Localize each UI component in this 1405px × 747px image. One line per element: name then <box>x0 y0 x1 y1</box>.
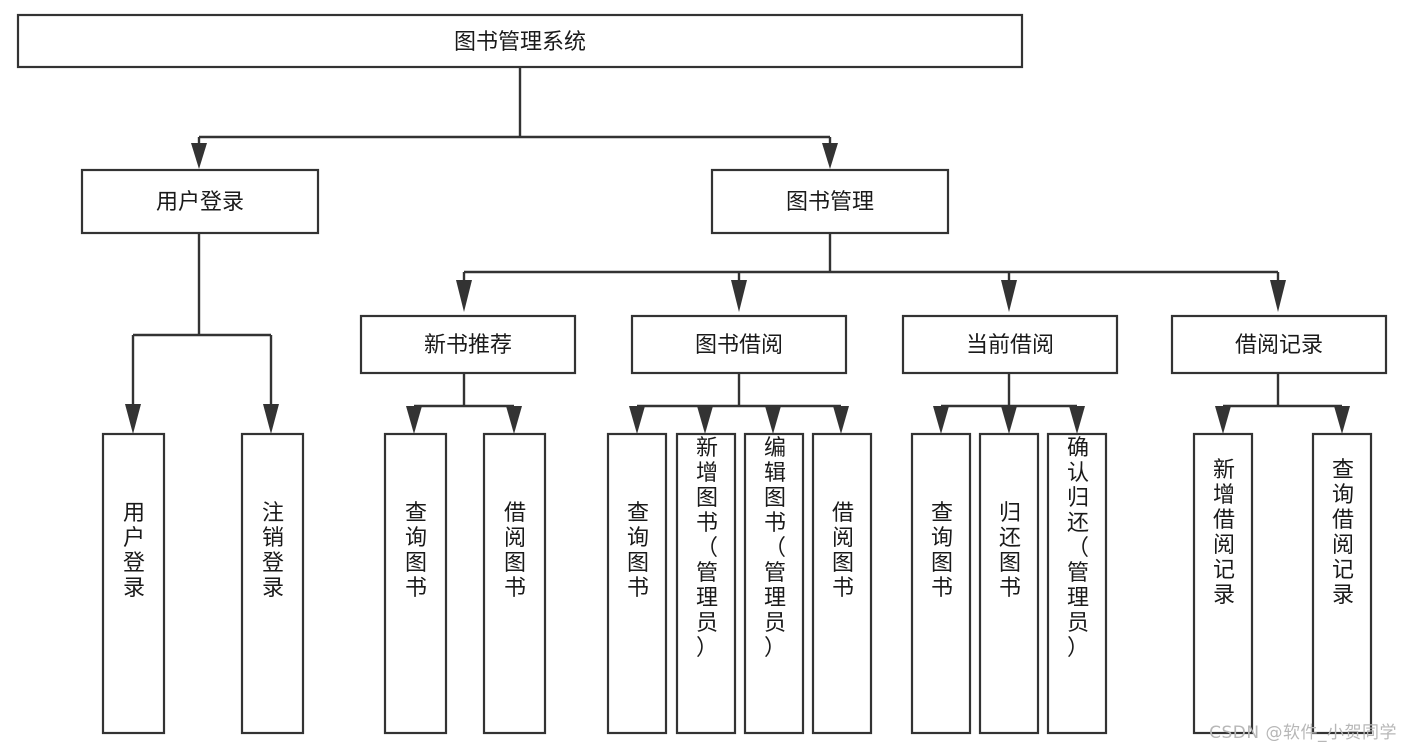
leaf-borrow-edit-box[interactable] <box>743 432 805 735</box>
arrow-bookmgmt-to-newbook-icon <box>456 280 472 312</box>
leaf-record-add-box[interactable] <box>1192 432 1254 735</box>
leaf-node[interactable]: 查询图书 <box>910 432 972 735</box>
arrow-root-to-bookmgmt-icon <box>822 143 838 169</box>
node-borrow-record-label: 借阅记录 <box>1235 333 1323 358</box>
leaf-borrow-edit-label: 编辑图书（管理员） <box>764 436 786 661</box>
leaf-node[interactable]: 确认归还（管理员） <box>1046 432 1108 735</box>
leaf-logout-box[interactable] <box>240 432 305 735</box>
node-current-borrow-box[interactable] <box>901 314 1119 375</box>
leaf-user-login-box[interactable] <box>101 432 166 735</box>
arrow-bookmgmt-to-borrow-icon <box>731 280 747 312</box>
node-new-book-recommend[interactable]: 新书推荐 <box>359 314 577 375</box>
arrow-current-leaf-1-icon <box>933 406 949 434</box>
leaf-borrow-query-label: 查询图书 <box>627 501 649 601</box>
leaf-user-login-label: 用户登录 <box>123 501 145 601</box>
leaf-borrow-lend-box[interactable] <box>811 432 873 735</box>
arrow-bookmgmt-to-record-icon <box>1270 280 1286 312</box>
node-current-borrow-label: 当前借阅 <box>966 333 1054 358</box>
leaf-record-query-label: 查询借阅记录 <box>1332 458 1354 608</box>
node-book-borrow-label: 图书借阅 <box>695 333 783 358</box>
node-borrow-record[interactable]: 借阅记录 <box>1170 314 1388 375</box>
leaf-node[interactable]: 借阅图书 <box>482 432 547 735</box>
node-new-book-recommend-box[interactable] <box>359 314 577 375</box>
leaf-node[interactable]: 查询图书 <box>606 432 668 735</box>
arrow-login-leaf-1-icon <box>125 404 141 434</box>
leaf-node[interactable]: 注销登录 <box>240 432 305 735</box>
arrow-bookmgmt-to-current-icon <box>1001 280 1017 312</box>
arrow-borrow-leaf-2-icon <box>697 406 713 434</box>
arrow-record-leaf-2-icon <box>1334 406 1350 434</box>
connector-group-root <box>191 67 838 169</box>
connector-group-borrow-record <box>1215 373 1350 434</box>
node-book-management-label: 图书管理 <box>786 190 874 215</box>
leaf-current-query-box[interactable] <box>910 432 972 735</box>
node-current-borrow[interactable]: 当前借阅 <box>901 314 1119 375</box>
leaf-logout-label: 注销登录 <box>262 501 284 601</box>
node-borrow-record-box[interactable] <box>1170 314 1388 375</box>
leaf-newbook-borrow-label: 借阅图书 <box>504 501 526 601</box>
leaf-current-confirm-label: 确认归还（管理员） <box>1067 436 1089 661</box>
leaf-borrow-add-box[interactable] <box>675 432 737 735</box>
node-root[interactable]: 图书管理系统 <box>16 13 1024 69</box>
node-user-login-label: 用户登录 <box>156 190 244 215</box>
leaf-record-query-box[interactable] <box>1311 432 1373 735</box>
connector-group-current-borrow <box>933 373 1085 434</box>
leaf-node[interactable]: 新增借阅记录 <box>1192 432 1254 735</box>
arrow-record-leaf-1-icon <box>1215 406 1231 434</box>
leaf-node[interactable]: 新增图书（管理员） <box>675 432 737 735</box>
leaf-newbook-borrow-box[interactable] <box>482 432 547 735</box>
leaf-borrow-lend-label: 借阅图书 <box>832 501 854 601</box>
arrow-current-leaf-2-icon <box>1001 406 1017 434</box>
node-book-borrow-box[interactable] <box>630 314 848 375</box>
leaf-node[interactable]: 归还图书 <box>978 432 1040 735</box>
leaf-newbook-query-label: 查询图书 <box>405 501 427 601</box>
node-book-borrow[interactable]: 图书借阅 <box>630 314 848 375</box>
leaf-node[interactable]: 查询图书 <box>383 432 448 735</box>
leaf-node[interactable]: 用户登录 <box>101 432 166 735</box>
connector-group-user-login <box>125 233 279 434</box>
arrow-borrow-leaf-1-icon <box>629 406 645 434</box>
connector-group-book-borrow <box>629 373 849 434</box>
leaf-newbook-query-box[interactable] <box>383 432 448 735</box>
node-new-book-recommend-label: 新书推荐 <box>424 333 512 358</box>
leaf-current-confirm-box[interactable] <box>1046 432 1108 735</box>
leaf-borrow-add-label: 新增图书（管理员） <box>696 436 718 661</box>
node-book-management[interactable]: 图书管理 <box>710 168 950 235</box>
node-user-login[interactable]: 用户登录 <box>80 168 320 235</box>
node-book-management-box[interactable] <box>710 168 950 235</box>
connector-group-book-management <box>456 233 1286 312</box>
connector-group-new-book <box>406 373 522 434</box>
node-user-login-box[interactable] <box>80 168 320 235</box>
node-root-box[interactable] <box>16 13 1024 69</box>
node-root-label: 图书管理系统 <box>454 30 586 55</box>
leaf-current-return-box[interactable] <box>978 432 1040 735</box>
arrow-borrow-leaf-3-icon <box>765 406 781 434</box>
leaf-current-return-label: 归还图书 <box>999 501 1021 601</box>
leaf-node[interactable]: 查询借阅记录 <box>1311 432 1373 735</box>
arrow-newbook-leaf-1-icon <box>406 406 422 434</box>
arrow-newbook-leaf-2-icon <box>506 406 522 434</box>
arrow-borrow-leaf-4-icon <box>833 406 849 434</box>
leaf-current-query-label: 查询图书 <box>931 501 953 601</box>
arrow-root-to-login-icon <box>191 143 207 169</box>
arrow-current-leaf-3-icon <box>1069 406 1085 434</box>
arrow-login-leaf-2-icon <box>263 404 279 434</box>
leaf-record-add-label: 新增借阅记录 <box>1213 458 1235 608</box>
leaf-node[interactable]: 编辑图书（管理员） <box>743 432 805 735</box>
leaf-node[interactable]: 借阅图书 <box>811 432 873 735</box>
leaf-borrow-query-box[interactable] <box>606 432 668 735</box>
